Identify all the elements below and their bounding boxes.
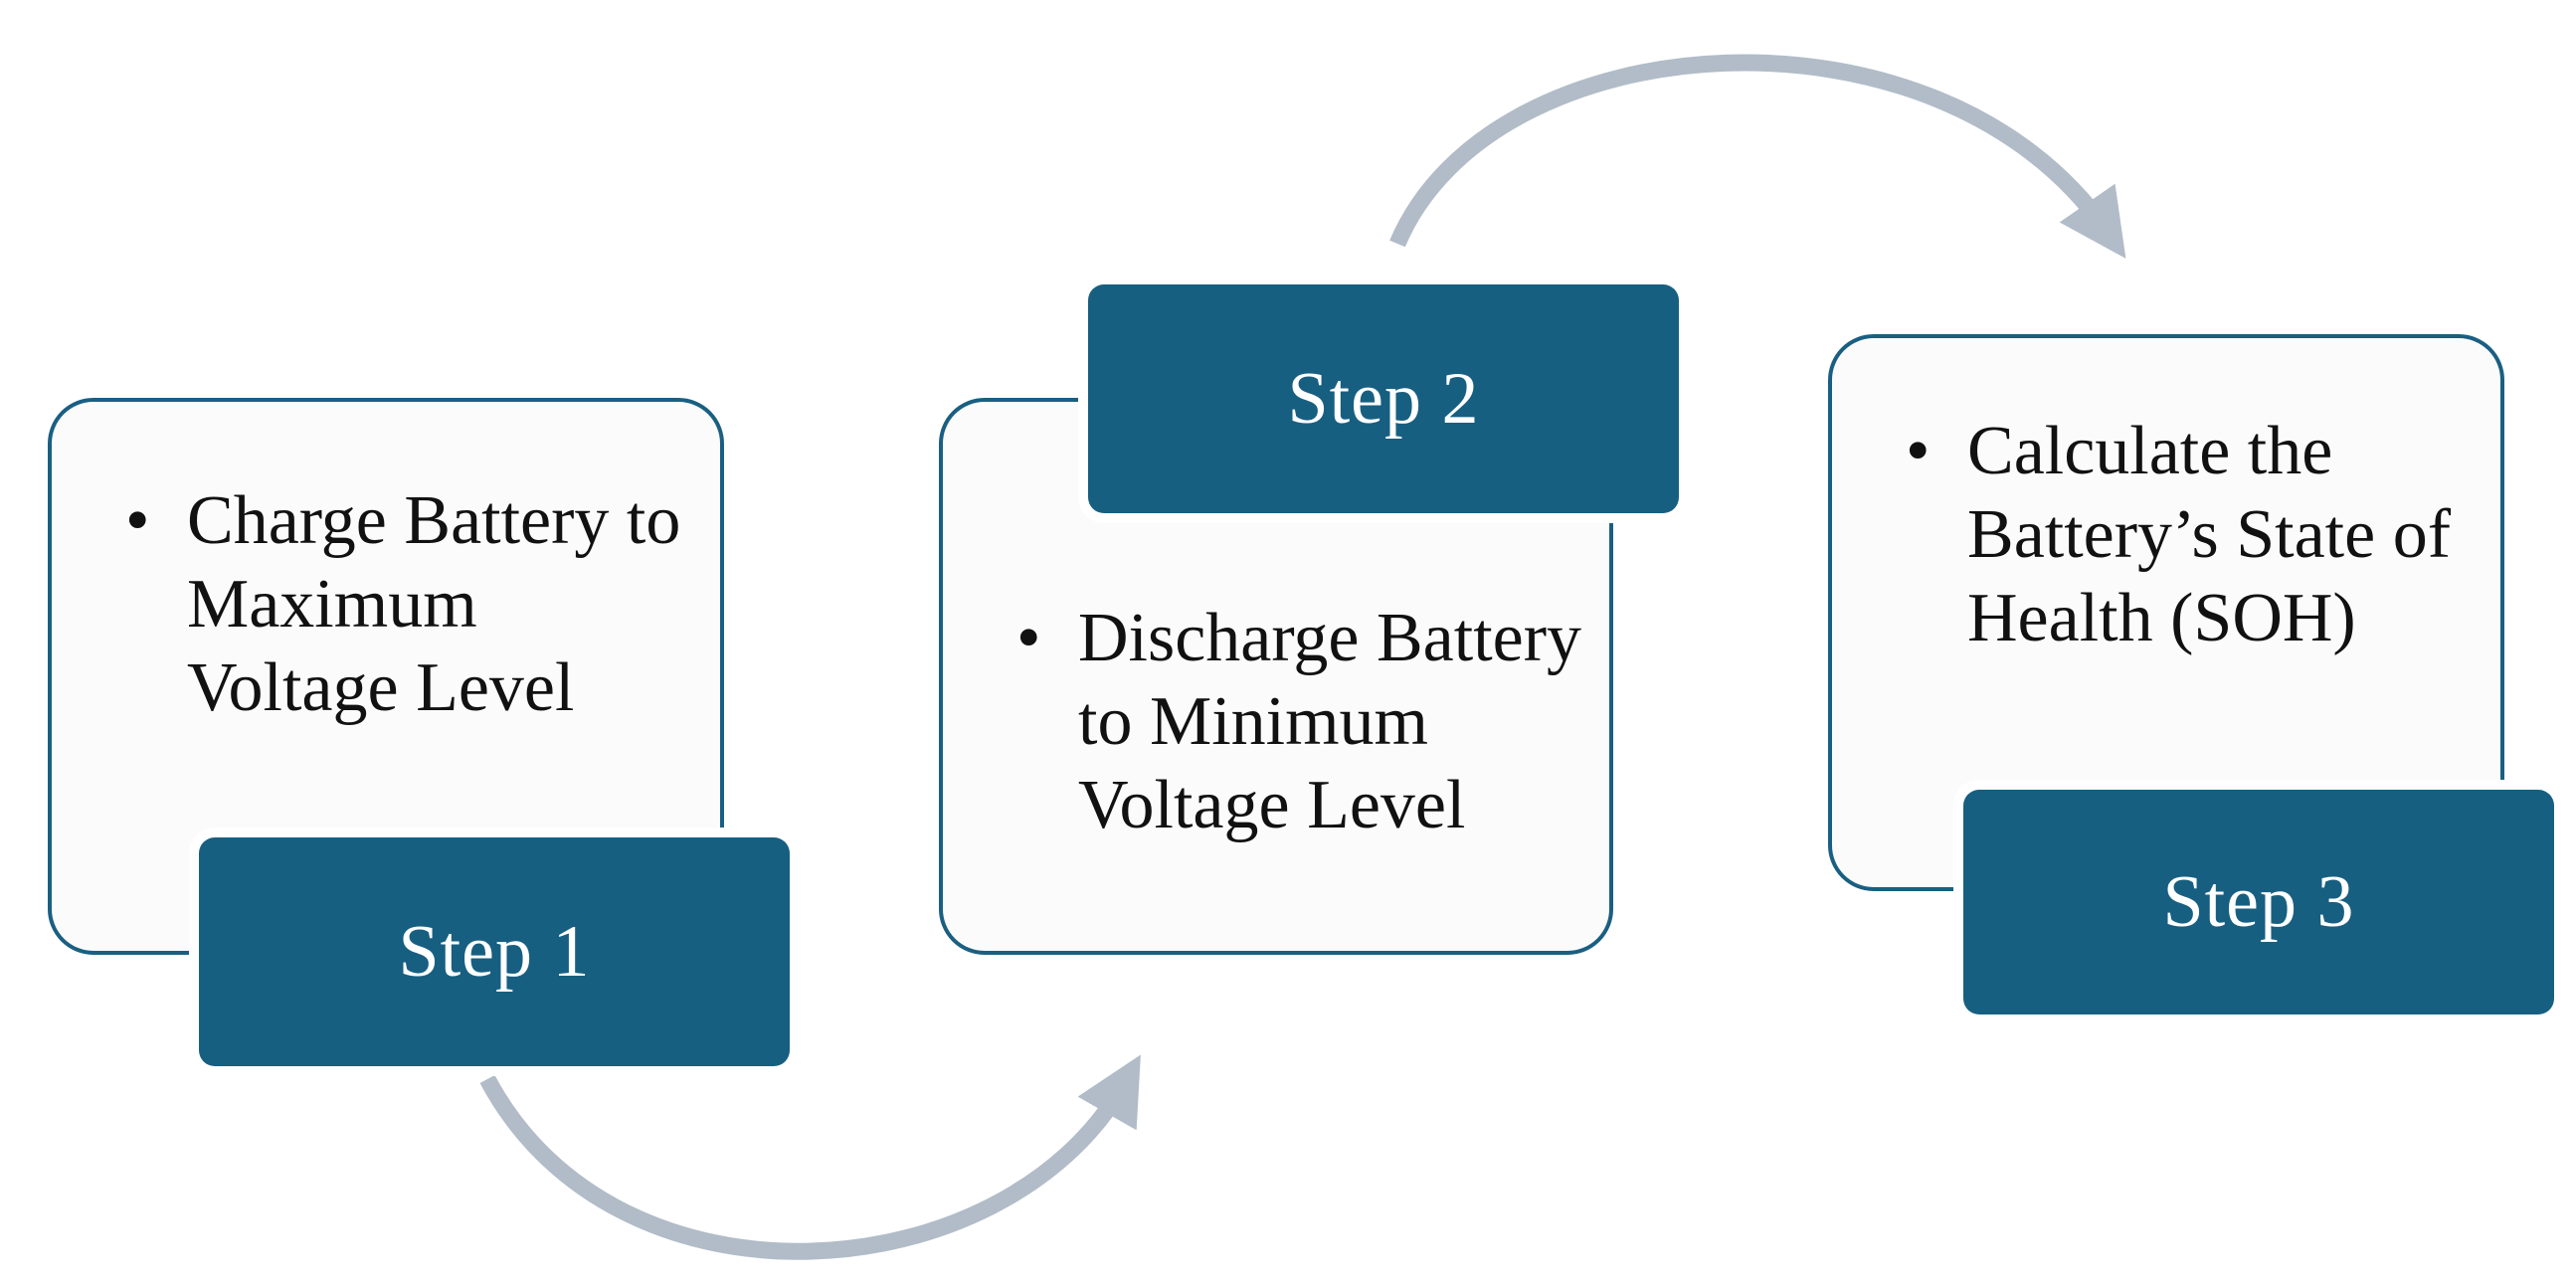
step-2-label: Step 2 <box>1088 284 1679 513</box>
step-1-label: Step 1 <box>199 837 790 1066</box>
step-2-bullets: Discharge Battery to Minimum Voltage Lev… <box>1016 597 1593 847</box>
step-2-bullet: Discharge Battery to Minimum Voltage Lev… <box>1016 597 1593 847</box>
step-3-bullets: Calculate the Battery’s State of Health … <box>1906 410 2483 660</box>
step-1-bullet: Charge Battery to Maximum Voltage Level <box>125 479 702 730</box>
arrow-step1-to-step2 <box>479 1054 1141 1260</box>
step-1-bullets: Charge Battery to Maximum Voltage Level <box>125 479 702 730</box>
step-3-label: Step 3 <box>1963 790 2554 1014</box>
step-1-card: Charge Battery to Maximum Voltage Level <box>48 398 724 955</box>
step-3-bullet: Calculate the Battery’s State of Health … <box>1906 410 2483 660</box>
arrow-step2-to-step3 <box>1389 54 2126 259</box>
